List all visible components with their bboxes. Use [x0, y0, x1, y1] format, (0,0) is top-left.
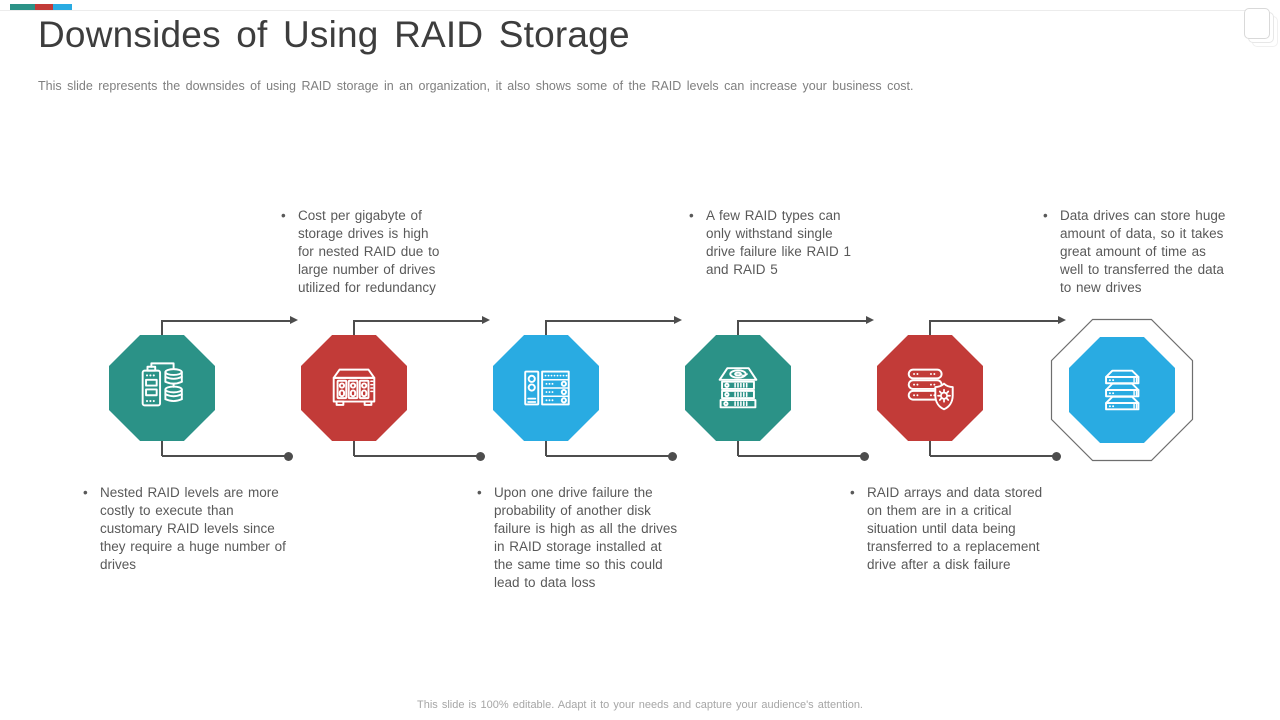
connector-stub — [353, 320, 355, 335]
note-critical-situation: RAID arrays and data stored on them are … — [850, 484, 1058, 574]
disk-stack-disc-icon — [718, 367, 758, 409]
top-divider — [0, 10, 1252, 11]
nas-storage-icon — [332, 368, 376, 406]
connector-stub — [929, 320, 931, 335]
server-rack-icon — [524, 370, 570, 406]
connector-line — [546, 320, 675, 322]
step-octagon-6-outline — [1050, 318, 1194, 462]
connector-line — [738, 320, 867, 322]
connector-line — [354, 455, 480, 457]
connector-stub — [545, 320, 547, 335]
server-shield-icon — [907, 368, 954, 411]
connector-stub — [929, 441, 931, 456]
brand-bar-red-segment — [35, 4, 53, 10]
connector-stub — [161, 320, 163, 335]
connector-line — [162, 320, 291, 322]
note-cost-per-gigabyte: Cost per gigabyte of storage drives is h… — [281, 207, 444, 297]
stacked-pages-icon — [1244, 8, 1278, 48]
note-nested-raid-cost: Nested RAID levels are more costly to ex… — [83, 484, 291, 574]
step-octagon-3 — [493, 335, 599, 441]
connector-stub — [545, 441, 547, 456]
connector-line — [546, 455, 672, 457]
note-data-transfer-time: Data drives can store huge amount of dat… — [1043, 207, 1230, 297]
storage-stack-icon — [1105, 369, 1140, 411]
arrowhead-icon — [674, 316, 682, 325]
connector-line — [738, 455, 864, 457]
step-octagon-2 — [301, 335, 407, 441]
slide-subtitle: This slide represents the downsides of u… — [38, 79, 914, 93]
connector-dot — [1051, 451, 1061, 461]
connector-stub — [161, 441, 163, 456]
brand-bar-blue-segment — [53, 4, 72, 10]
connector-stub — [737, 441, 739, 456]
connector-dot — [667, 451, 677, 461]
arrowhead-icon — [866, 316, 874, 325]
slide-footer-note: This slide is 100% editable. Adapt it to… — [417, 699, 863, 711]
drive-database-transfer-icon — [141, 362, 183, 407]
step-octagon-6 — [1069, 337, 1175, 443]
brand-bar-teal-segment — [10, 4, 35, 10]
arrowhead-icon — [482, 316, 490, 325]
connector-line — [930, 455, 1056, 457]
note-raid-types-single-failure: A few RAID types can only withstand sing… — [689, 207, 852, 279]
connector-dot — [475, 451, 485, 461]
connector-line — [354, 320, 483, 322]
connector-stub — [737, 320, 739, 335]
connector-dot — [283, 451, 293, 461]
step-octagon-5 — [877, 335, 983, 441]
brand-color-bar — [10, 4, 72, 10]
arrowhead-icon — [290, 316, 298, 325]
connector-dot — [859, 451, 869, 461]
arrowhead-icon — [1058, 316, 1066, 325]
step-octagon-4 — [685, 335, 791, 441]
connector-line — [930, 320, 1059, 322]
note-drive-failure-probability: Upon one drive failure the probability o… — [477, 484, 685, 592]
step-octagon-1 — [109, 335, 215, 441]
slide-title: Downsides of Using RAID Storage — [38, 14, 630, 55]
connector-stub — [353, 441, 355, 456]
connector-line — [162, 455, 288, 457]
